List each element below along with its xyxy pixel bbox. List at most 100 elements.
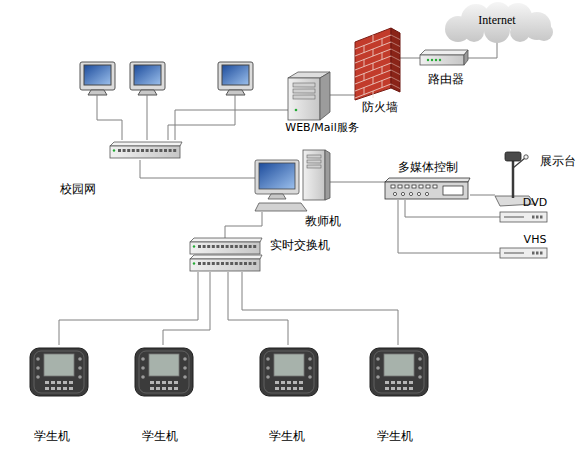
brick-joint [373, 35, 374, 42]
keypad-key [69, 387, 73, 390]
brick-joint [355, 84, 391, 98]
camera-arm [512, 160, 515, 198]
brick-joint [382, 39, 383, 46]
side-key [418, 366, 422, 370]
side-key [36, 366, 40, 370]
control-knob [417, 192, 420, 195]
device-label: 学生机 [34, 430, 70, 442]
port [249, 245, 252, 248]
router-top [420, 50, 468, 55]
keypad-key [293, 387, 297, 390]
network-device: 防火墙 [355, 28, 400, 100]
keypad-key [281, 381, 285, 384]
device-label: Internet [478, 14, 515, 26]
port [239, 262, 242, 265]
desktop-pc [130, 62, 165, 95]
port [127, 149, 130, 152]
brick-joint [355, 77, 391, 91]
port [212, 245, 215, 248]
port [203, 245, 206, 248]
device-label: WEB/Mail服务 [285, 122, 358, 133]
control-knob [401, 192, 404, 195]
device-body [135, 348, 193, 396]
device-screen [149, 354, 179, 376]
network-device: Internet [440, 2, 555, 42]
drive-bay [307, 165, 321, 168]
keypad-key [162, 381, 166, 384]
keypad-key [299, 381, 303, 384]
network-device: 学生机 [260, 345, 318, 400]
keypad-key [275, 387, 279, 390]
network-cable [140, 160, 255, 178]
device-icon [260, 345, 318, 400]
device-icon [255, 150, 330, 212]
port [216, 262, 219, 265]
port [146, 149, 149, 152]
brick-joint [391, 56, 400, 61]
box-front [190, 259, 260, 271]
port [249, 262, 252, 265]
status-led [193, 245, 195, 247]
side-key [308, 375, 312, 379]
port [235, 262, 238, 265]
network-device: DVD [500, 212, 547, 222]
device-icon [500, 212, 547, 222]
control-panel [443, 186, 463, 195]
disc-slot [504, 253, 524, 254]
device-icon [30, 345, 88, 400]
device-label: 学生机 [269, 430, 305, 442]
device-icon [190, 238, 262, 272]
keypad-key [57, 387, 61, 390]
device-label: DVD [523, 197, 547, 208]
network-device: 学生机 [370, 345, 428, 400]
device-icon [370, 345, 428, 400]
control-button [412, 185, 416, 188]
device-icon [385, 178, 470, 200]
keypad-key [63, 381, 67, 384]
port [230, 262, 233, 265]
port [118, 149, 121, 152]
brick-joint [364, 60, 365, 67]
keypad-key [403, 387, 407, 390]
port [136, 149, 139, 152]
port [239, 245, 242, 248]
control-button [433, 185, 437, 188]
network-cable [168, 95, 235, 140]
side-key [78, 366, 82, 370]
port [221, 262, 224, 265]
status-led [435, 59, 437, 61]
keyboard [255, 203, 307, 211]
lamp-arm [513, 158, 525, 168]
box-top [190, 238, 262, 242]
device-label: 防火墙 [362, 101, 398, 113]
side-key [308, 366, 312, 370]
port [155, 149, 158, 152]
port [244, 245, 247, 248]
control-knob [393, 192, 396, 195]
brick-joint [391, 42, 400, 47]
device-icon [355, 28, 400, 100]
side-key [376, 375, 380, 379]
side-key [308, 357, 312, 361]
brick-joint [355, 42, 391, 56]
port [235, 245, 238, 248]
box-top [385, 178, 470, 182]
drive-bay [307, 155, 321, 158]
network-device: 多媒体控制 [385, 178, 470, 200]
keypad-key [397, 381, 401, 384]
network-device: 学生机 [30, 345, 88, 400]
device-body [30, 348, 88, 396]
server-front [288, 78, 320, 120]
side-key [266, 366, 270, 370]
keypad-key [63, 387, 67, 390]
control-knob [425, 192, 428, 195]
device-body [260, 348, 318, 396]
network-cable [400, 58, 420, 59]
keypad-key [57, 381, 61, 384]
player-body [500, 248, 547, 258]
drive-bay [293, 95, 315, 99]
brick-joint [373, 91, 374, 98]
network-cable [97, 95, 122, 140]
router-front [420, 55, 464, 65]
brick-joint [391, 49, 400, 54]
